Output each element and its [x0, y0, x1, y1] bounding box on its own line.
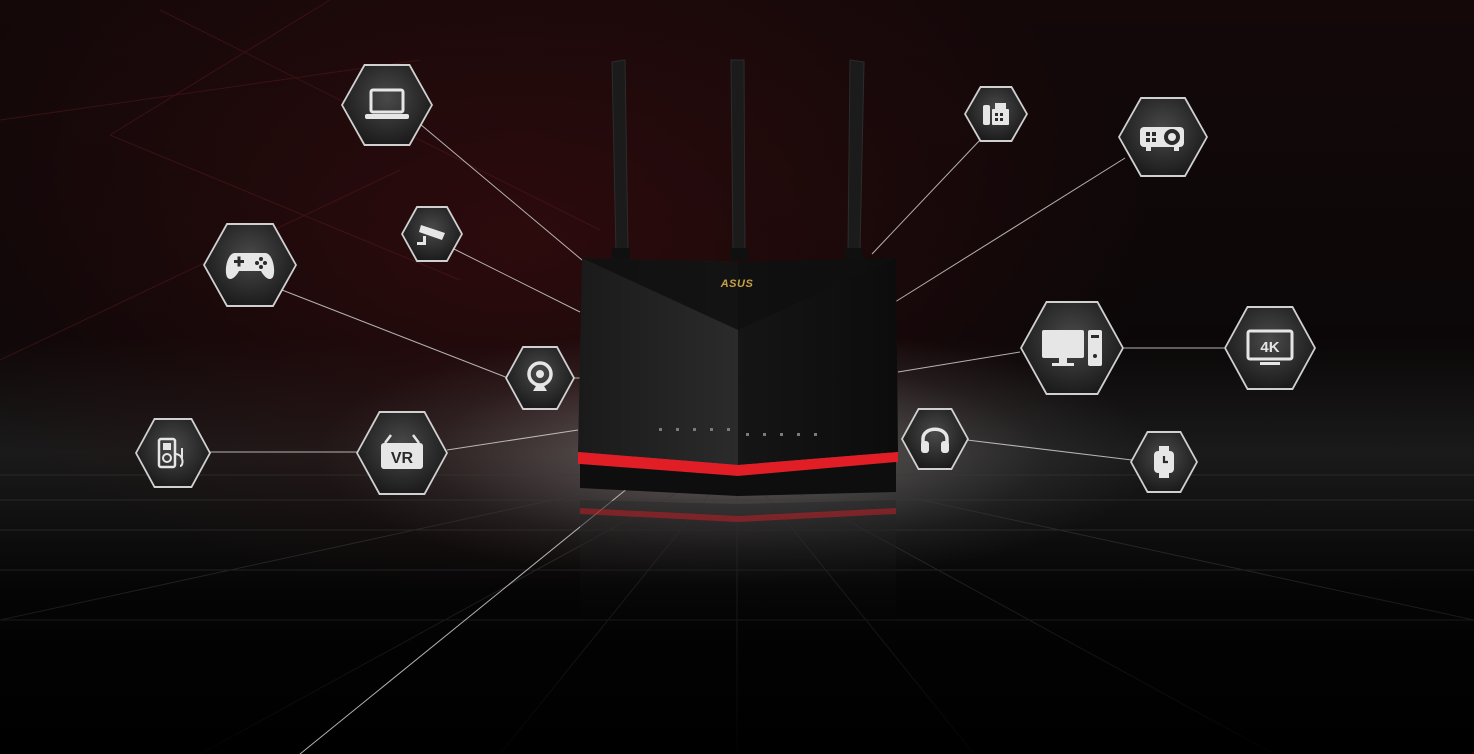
router-reflection [580, 500, 896, 640]
background-network-lines [0, 0, 601, 361]
game-controller-icon [225, 253, 275, 280]
device-hex-security-camera [401, 206, 463, 262]
vr-headset-icon: VR [381, 434, 423, 469]
webcam-icon [527, 361, 553, 391]
projector-icon [1140, 127, 1184, 151]
tv-4k-label: 4K [1260, 339, 1279, 356]
vr-label: VR [391, 450, 414, 467]
router-top-chevron [582, 258, 896, 330]
device-hex-fax-machine [964, 86, 1028, 142]
laptop-icon [365, 88, 409, 119]
smartwatch-icon [1154, 446, 1174, 478]
device-hex-laptop [341, 64, 433, 146]
desktop-computer-icon [1042, 330, 1102, 366]
device-hex-smartwatch [1130, 431, 1198, 493]
media-player-icon [157, 437, 184, 469]
device-hex-vr-headset: VR [356, 411, 448, 495]
tv-4k-icon: 4K [1246, 329, 1294, 365]
device-hex-desktop-computer [1020, 301, 1124, 395]
security-camera-icon [417, 225, 445, 245]
router-antennas [611, 59, 865, 260]
router-status-leds [659, 428, 817, 436]
device-hex-tv-4k: 4K [1224, 306, 1316, 390]
device-hex-webcam [505, 346, 575, 410]
router-brand-logo: ASUS [720, 278, 754, 290]
headphones-icon [921, 427, 949, 453]
fax-machine-icon [983, 103, 1009, 125]
connection-lines [208, 123, 1224, 754]
